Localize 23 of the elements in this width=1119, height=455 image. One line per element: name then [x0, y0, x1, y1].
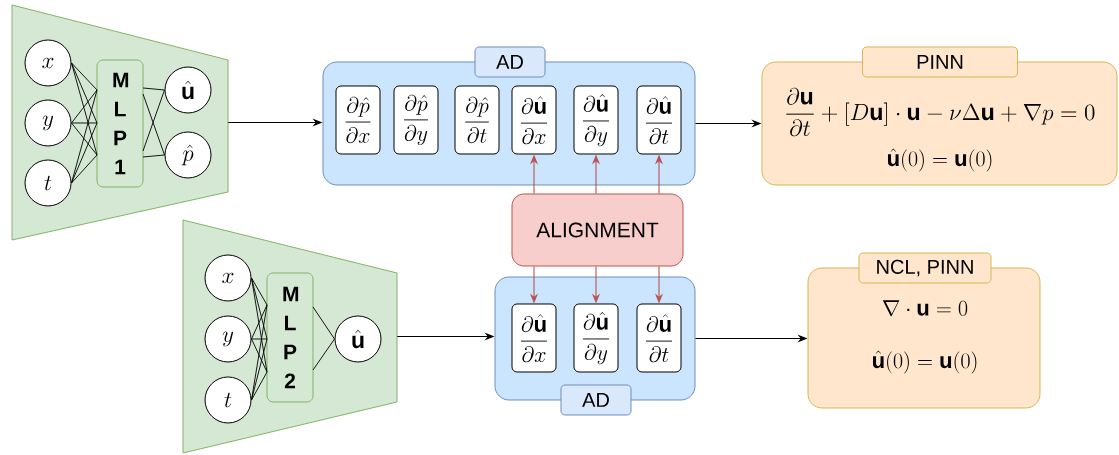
connection-lines	[251, 304, 268, 373]
connection-lines	[142, 93, 165, 158]
equation-box: NCL, PINN $\nabla\cdot\mathbf{u}=0$ $\hat{\mathbf{u}}(0)=\mathbf{u}(0)$	[807, 252, 1041, 409]
alignment-box: ALIGNMENT	[511, 193, 684, 267]
derivative-box: $\frac{\partial \hat{\mathbf{u}}}{\partial x}$	[511, 303, 557, 373]
connection-lines	[71, 89, 98, 156]
connection-lines	[251, 304, 268, 401]
derivative-box: $\frac{\partial \hat{\mathbf{u}}}{\partial y}$	[573, 85, 619, 155]
mlp-box: M L P 2	[266, 272, 314, 403]
connection-lines	[71, 89, 98, 184]
derivative-box: $\frac{\partial \hat{\mathbf{u}}}{\partial t}$	[636, 303, 682, 373]
derivative-box: $\frac{\partial \hat{\mathbf{u}}}{\partial t}$	[636, 85, 682, 155]
derivative-box: $\frac{\partial \hat{\mathbf{u}}}{\partial y}$	[573, 303, 619, 373]
derivative-box: $\frac{\partial \hat{p}}{\partial y}$	[393, 85, 439, 155]
connection-lines	[312, 306, 335, 371]
connection-lines	[251, 277, 268, 373]
mlp-box: M L P 1	[96, 59, 144, 188]
derivative-box: $\frac{\partial \hat{p}}{\partial t}$	[454, 85, 500, 155]
connection-lines	[71, 62, 98, 156]
derivative-box: $\frac{\partial \hat{p}}{\partial x}$	[335, 85, 381, 155]
equation-box: PINN $\frac{\partial \mathbf{u}}{\partial t}+[D\mathbf{u}]\cdot\mathbf{u}-\nu\Delta\mathbf{u}+\nabla p=0$ $\hat{\mathbf{u}}(0)=\mathbf{u}(0)$	[761, 46, 1118, 186]
connection-lines	[142, 87, 165, 152]
derivative-box: $\frac{\partial \hat{\mathbf{u}}}{\partial x}$	[511, 85, 557, 155]
